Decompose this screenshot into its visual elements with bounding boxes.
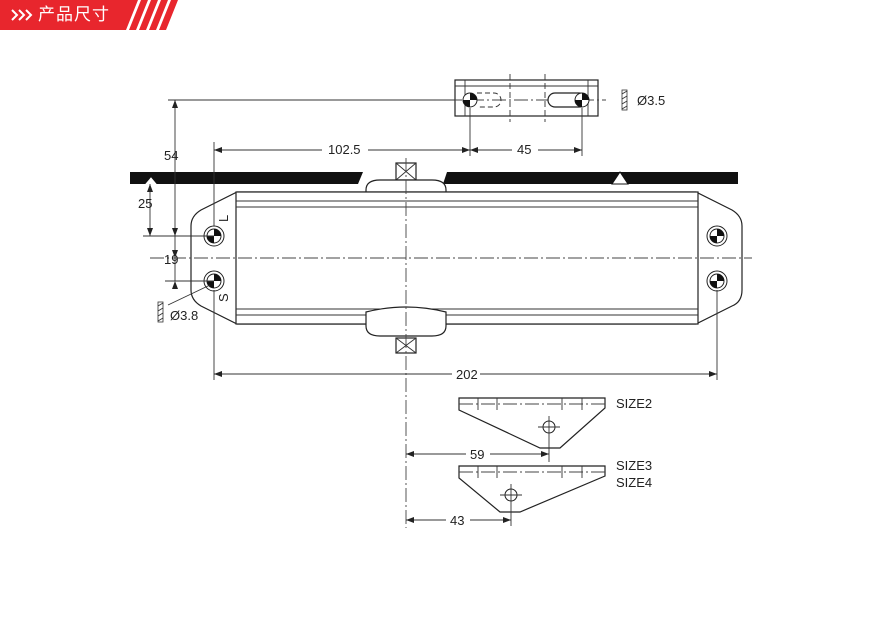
label-size4: SIZE4 [616, 475, 652, 490]
hole-mark-icon [706, 225, 728, 247]
drill-bit-icon [621, 89, 628, 111]
hole-mark-icon [574, 92, 590, 108]
bracket-size3-size4 [458, 465, 606, 526]
dimension-19: 19 [164, 252, 178, 267]
dimension-45: 45 [517, 142, 531, 157]
dimension-102-5: 102.5 [328, 142, 361, 157]
dimension-202: 202 [456, 367, 478, 382]
section-title: 产品尺寸 [38, 5, 110, 24]
dimension-54: 54 [164, 148, 178, 163]
drill-bit-icon [157, 284, 211, 323]
hole-mark-icon [462, 92, 478, 108]
marking-l: L [216, 215, 231, 222]
label-size2: SIZE2 [616, 396, 652, 411]
door-frame [130, 171, 738, 185]
hole-mark-icon [706, 270, 728, 292]
dimension-hole-3-5: Ø3.5 [637, 93, 665, 108]
dimension-19-line [165, 228, 214, 289]
dimension-43: 43 [450, 513, 464, 528]
triple-chevron-right-icon [11, 9, 33, 21]
section-header: 产品尺寸 [0, 0, 180, 30]
label-size3: SIZE3 [616, 458, 652, 473]
dimension-25-line [143, 184, 214, 237]
header-banner [0, 0, 178, 30]
dimension-25: 25 [138, 196, 152, 211]
dimension-59: 59 [470, 447, 484, 462]
bracket-size2 [458, 397, 606, 462]
dimension-hole-3-8: Ø3.8 [170, 308, 198, 323]
marking-s: S [216, 293, 231, 302]
